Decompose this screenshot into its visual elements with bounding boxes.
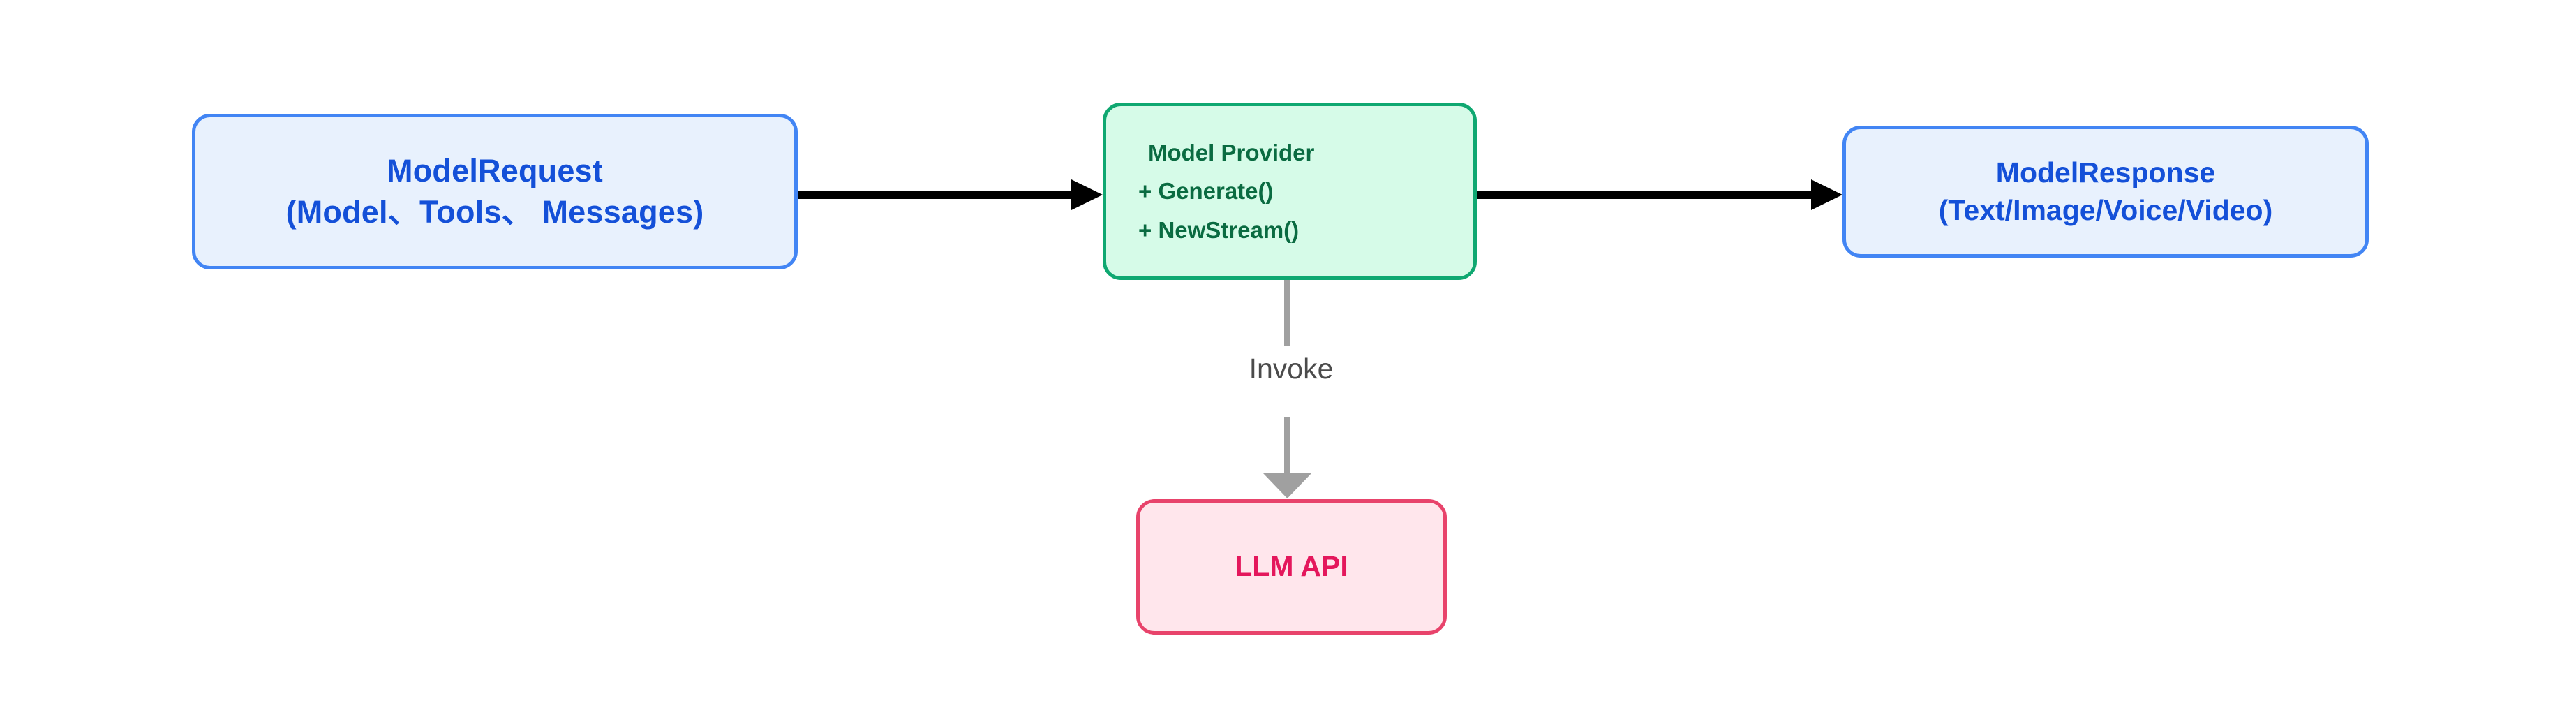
node-model-request-line-1: ModelRequest [387,153,603,188]
arrowhead-icon [1811,179,1842,210]
node-model-provider-line-1: Model Provider [1148,139,1315,165]
edge-line-lower [1284,417,1290,478]
node-llm-api-label: LLM API [1235,550,1348,583]
node-model-response[interactable]: ModelResponse (Text/Image/Voice/Video) [1842,126,2369,258]
node-model-response-line-2: (Text/Image/Voice/Video) [1938,193,2273,226]
node-model-request[interactable]: ModelRequest (Model、Tools、 Messages) [192,114,798,269]
arrowhead-icon [1071,179,1103,210]
node-model-provider-line-2: + Generate() [1138,178,1274,205]
edge-label-invoke: Invoke [1249,353,1334,385]
node-model-provider[interactable]: Model Provider + Generate() + NewStream(… [1103,103,1477,280]
node-model-request-line-2: (Model、Tools、 Messages) [285,193,704,230]
edge-provider-to-llm-api [1263,280,1311,498]
edge-provider-to-response [1476,179,1842,210]
edge-line-upper [1284,280,1290,346]
edge-line [1476,191,1811,199]
node-llm-api[interactable]: LLM API [1136,499,1447,635]
edge-line [797,191,1071,199]
node-model-response-line-1: ModelResponse [1995,156,2216,189]
arrowhead-icon [1263,473,1311,498]
node-model-provider-line-3: + NewStream() [1138,216,1300,243]
